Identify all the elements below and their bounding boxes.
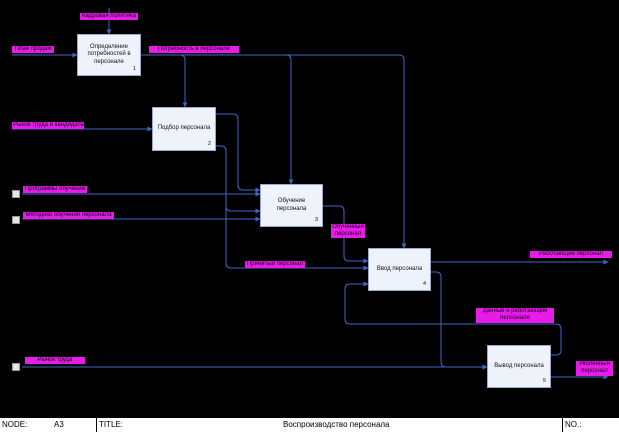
- arrow-label-input-2: Рынок труда и кандидаты: [12, 122, 84, 129]
- function-number: 1: [132, 65, 136, 72]
- function-box-2[interactable]: Подбор персонала 2: [152, 107, 216, 151]
- arrow-needs-to-f4: [141, 54, 407, 249]
- footer-number-cell: NO.:: [562, 418, 619, 432]
- diagram-footer: NODE: A3 TITLE: Воспроизводство персонал…: [0, 417, 619, 432]
- arrow-needs-to-f2: [141, 54, 188, 108]
- tunnel-icon: [12, 363, 20, 371]
- function-box-5[interactable]: Вывод персонала 5: [487, 345, 551, 388]
- arrow-label-output-2: Уволенный персонал: [576, 361, 613, 376]
- function-number: 5: [542, 377, 546, 384]
- arrow-label-input-5: Рынок труда: [25, 357, 85, 364]
- tunnel-icon: [12, 216, 20, 224]
- arrow-out-f2-to-f4: [225, 190, 369, 271]
- arrow-label-output-1: Работающий персонал: [530, 251, 612, 258]
- footer-title-cell: TITLE: Воспроизводство персонала: [96, 418, 562, 432]
- footer-title-label: TITLE:: [99, 420, 124, 429]
- function-name: Вывод персонала: [494, 362, 544, 369]
- function-name: Обучение персонала: [276, 198, 307, 212]
- function-box-4[interactable]: Ввод персонала 4: [368, 248, 431, 291]
- footer-node-cell: NODE:: [0, 418, 60, 432]
- arrow-label-hired: Принятый персонал: [245, 261, 305, 268]
- function-name: Ввод персонала: [376, 265, 423, 272]
- function-box-3[interactable]: Обучение персонала 3: [260, 184, 323, 227]
- function-box-1[interactable]: Определение потребностей в персонале 1: [77, 34, 141, 76]
- footer-node-value: A3: [54, 420, 64, 429]
- function-name: Подбор персонала: [157, 125, 211, 132]
- arrow-label-needs: Потребность в персонале: [149, 46, 239, 53]
- arrow-label-input-1: План продаж: [12, 46, 54, 53]
- function-number: 3: [314, 216, 318, 223]
- arrow-feedback-loop: [344, 281, 562, 356]
- arrow-feedback-f2: [216, 113, 261, 193]
- function-number: 4: [422, 280, 426, 287]
- arrow-label-input-4: Методики обучения персонала: [23, 212, 114, 219]
- function-name: Определение потребностей в персонале: [87, 43, 131, 65]
- arrow-label-feedback: Данные о работающем персонале: [476, 308, 554, 323]
- footer-number-label: NO.:: [565, 420, 582, 429]
- function-number: 2: [207, 140, 211, 147]
- arrow-label-input-3: Программы обучения: [23, 186, 87, 193]
- footer-node-label: NODE:: [2, 420, 28, 429]
- footer-title-value: Воспроизводство персонала: [283, 420, 390, 429]
- arrow-label-trained: Обученный персонал: [331, 224, 365, 238]
- arrow-label-control: Кадровая политика: [80, 13, 138, 20]
- arrow-out-f2-to-f3: [216, 145, 261, 214]
- tunnel-icon: [12, 190, 20, 198]
- footer-node-value-cell: A3: [52, 418, 96, 432]
